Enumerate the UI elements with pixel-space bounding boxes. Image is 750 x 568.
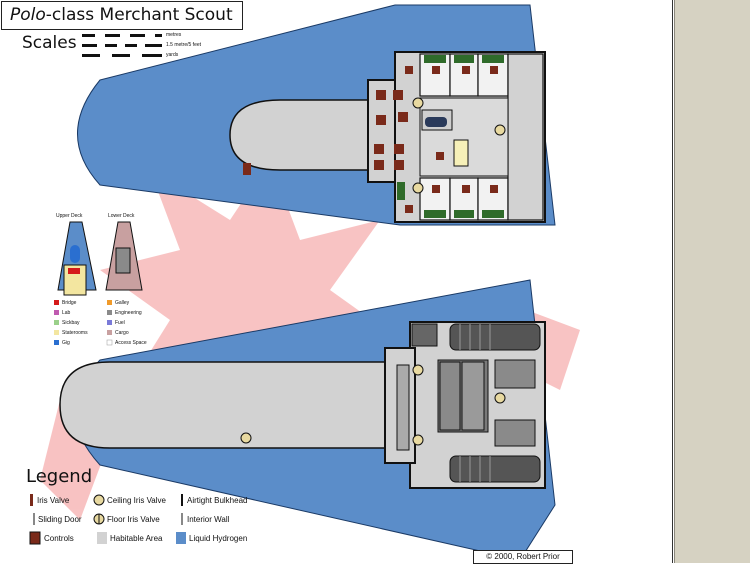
key-label: Sickbay — [62, 320, 80, 326]
scale-yards-label: yards — [166, 52, 179, 58]
title-box: Polo-class Merchant Scout — [1, 1, 243, 30]
thrusters — [449, 323, 541, 483]
lower-deck — [59, 279, 556, 561]
legend-iris-valve: Iris Valve — [37, 496, 70, 505]
upper-iris-valves — [412, 97, 506, 194]
galley-counter — [453, 139, 469, 167]
upper-right-corridor — [507, 53, 544, 221]
legend-symbols — [29, 494, 186, 545]
upper-habitable-area — [229, 99, 371, 171]
lower-habitable-area — [59, 361, 396, 449]
key-swatches — [54, 300, 113, 346]
scales-label: Scales — [22, 33, 77, 53]
gig-bay — [425, 117, 447, 127]
side-panel — [674, 0, 750, 563]
key-label: Cargo — [115, 330, 129, 336]
legend-sliding-door: Sliding Door — [38, 515, 82, 524]
legend-interior-wall: Interior Wall — [187, 515, 230, 524]
legend-floor-iris: Floor Iris Valve — [107, 515, 160, 524]
key-label: Galley — [115, 300, 130, 306]
upper-deck-label: Upper Deck — [56, 213, 83, 219]
bridge-controls — [243, 66, 498, 213]
key-label: Engineering — [115, 310, 142, 316]
deck-plan-drawing — [29, 4, 580, 561]
dark-storage — [411, 323, 438, 347]
mini-deck-views — [57, 221, 143, 296]
scale-feet-label: 1.5 metre/5 feet — [166, 42, 202, 48]
key-label: Staterooms — [62, 330, 88, 336]
key-label: Access Space — [115, 340, 147, 346]
legend-controls: Controls — [44, 534, 74, 543]
scale-bars — [82, 34, 162, 57]
key-label: Fuel — [115, 320, 125, 326]
legend-hydrogen: Liquid Hydrogen — [189, 534, 248, 543]
copyright-notice: © 2000, Robert Prior — [473, 550, 573, 564]
lower-deck-label: Lower Deck — [108, 213, 135, 219]
machinery — [494, 359, 536, 447]
key-label: Gig — [62, 340, 70, 346]
power-plants — [396, 359, 489, 451]
legend-bulkhead: Airtight Bulkhead — [187, 496, 248, 505]
key-label: Bridge — [62, 300, 77, 306]
legend-ceiling-iris: Ceiling Iris Valve — [107, 496, 166, 505]
legend-title: Legend — [26, 466, 93, 487]
key-label: Lab — [62, 310, 71, 316]
scale-metres-label: metres — [166, 32, 182, 38]
page-title: Polo-class Merchant Scout — [10, 5, 233, 25]
legend-habitable: Habitable Area — [110, 534, 163, 543]
sheet-edge — [672, 0, 673, 563]
lower-iris-valves — [240, 364, 506, 446]
upper-deck — [77, 4, 556, 226]
